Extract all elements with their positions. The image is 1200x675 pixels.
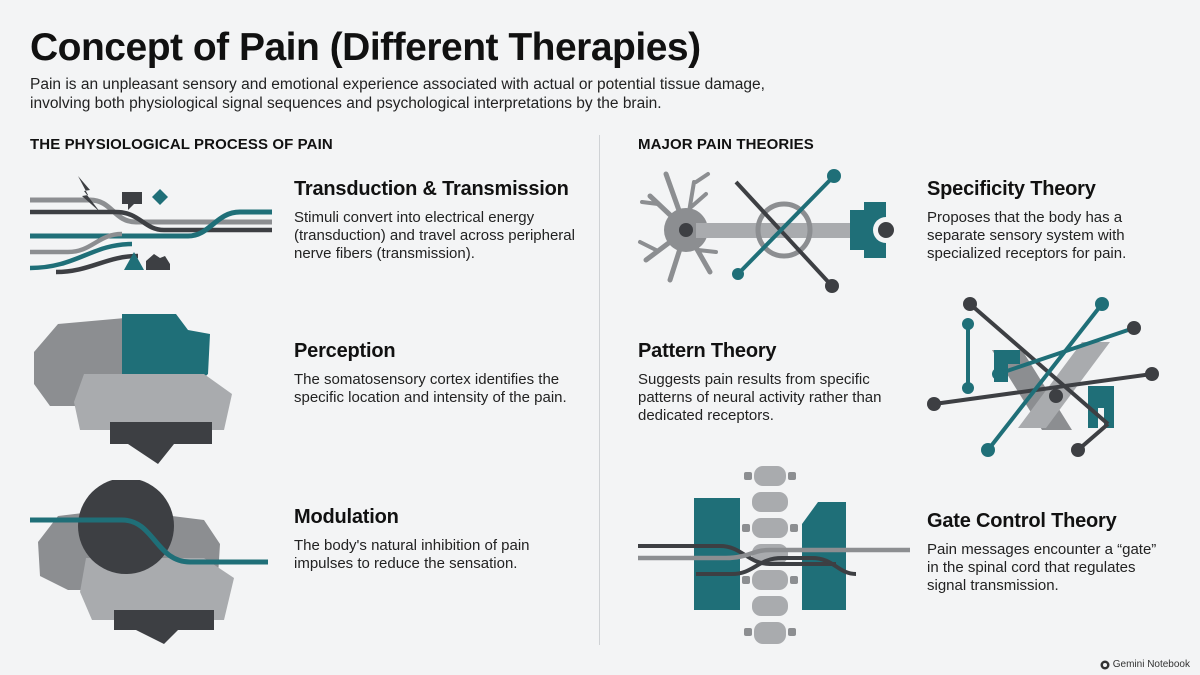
item-description: The somatosensory cortex identifies the …	[294, 371, 567, 406]
section-heading-theories: MAJOR PAIN THEORIES	[638, 136, 814, 153]
brain-modulation-icon	[30, 480, 268, 644]
item-transduction: Transduction & Transmission Stimuli conv…	[294, 178, 584, 263]
item-title: Modulation	[294, 506, 399, 528]
item-title: Perception	[294, 340, 396, 362]
page-title: Concept of Pain (Different Therapies)	[30, 26, 701, 69]
brain-icon	[34, 314, 232, 464]
item-perception: Perception The somatosensory cortex iden…	[294, 340, 584, 407]
item-specificity-theory: Specificity Theory Proposes that the bod…	[927, 178, 1167, 263]
notebook-logo-icon	[1100, 660, 1110, 669]
column-divider	[599, 135, 600, 645]
item-description: Pain messages encounter a “gate” in the …	[927, 541, 1157, 594]
item-description: Proposes that the body has a separate se…	[927, 209, 1127, 262]
item-title: Gate Control Theory	[927, 510, 1117, 532]
nerve-signal-icon	[29, 176, 272, 275]
watermark: Gemini Notebook	[1100, 659, 1190, 670]
neural-pattern-icon	[927, 297, 1159, 457]
neuron-receptor-icon	[638, 169, 899, 293]
item-description: The body's natural inhibition of pain im…	[294, 537, 530, 572]
intro-text: Pain is an unpleasant sensory and emotio…	[30, 76, 765, 112]
item-gate-control-theory: Gate Control Theory Pain messages encoun…	[927, 510, 1172, 595]
item-description: Suggests pain results from specific patt…	[638, 371, 882, 424]
spinal-gate-icon	[638, 466, 910, 644]
item-description: Stimuli convert into electrical energy (…	[294, 209, 575, 262]
watermark-label: Gemini Notebook	[1112, 659, 1190, 670]
item-title: Specificity Theory	[927, 178, 1096, 200]
item-pattern-theory: Pattern Theory Suggests pain results fro…	[638, 340, 908, 425]
item-title: Pattern Theory	[638, 340, 777, 362]
item-modulation: Modulation The body's natural inhibition…	[294, 506, 584, 573]
section-heading-process: THE PHYSIOLOGICAL PROCESS OF PAIN	[30, 136, 333, 153]
item-title: Transduction & Transmission	[294, 178, 569, 200]
